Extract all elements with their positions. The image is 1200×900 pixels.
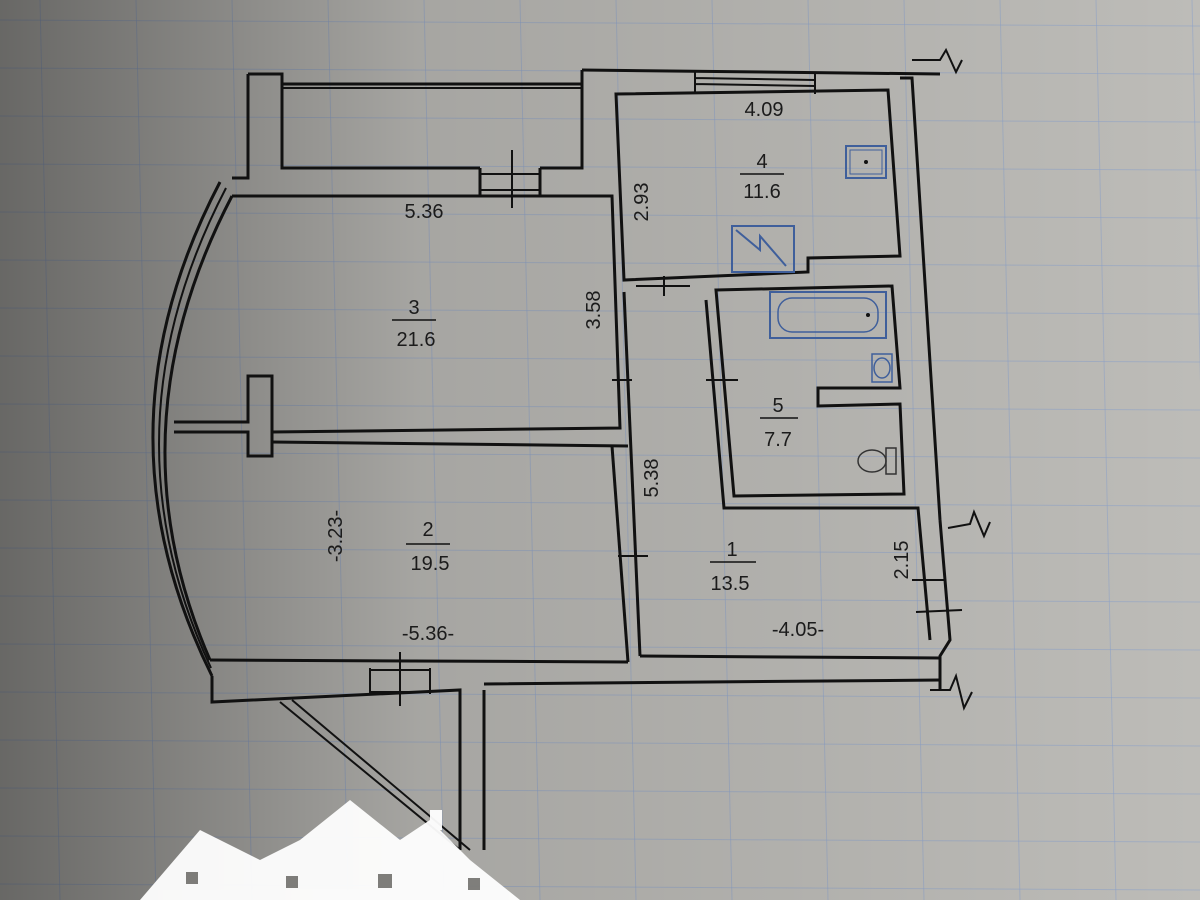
wall-left-pillar xyxy=(232,74,250,180)
dimension-room4-height: 2.93 xyxy=(631,183,653,222)
bathtub-icon xyxy=(769,291,887,339)
break-top xyxy=(912,47,963,75)
room-area: 19.5 xyxy=(411,553,450,575)
room-area: 7.7 xyxy=(764,429,792,451)
partition-2-3 xyxy=(271,440,629,448)
dimension-room2-width: -5.36- xyxy=(402,623,454,645)
room4-door xyxy=(636,276,690,296)
house-logo-icon xyxy=(140,800,520,900)
wall-balcony xyxy=(282,82,584,170)
dimension-hall-length: 5.38 xyxy=(641,459,663,498)
door-marks xyxy=(612,379,648,557)
pillar-partition xyxy=(174,374,274,458)
room-number: 2 xyxy=(422,519,433,541)
room5-walls xyxy=(714,284,906,498)
dimension-labels: 4.09 2.93 5.36 3.58 5.38 -3.23- -5.36- -… xyxy=(325,99,913,645)
wall-bottom-inner xyxy=(209,654,941,664)
room-number: 5 xyxy=(772,395,783,417)
break-bottom xyxy=(930,672,973,711)
bottom-window xyxy=(369,652,431,706)
curved-wall-outer xyxy=(151,181,222,677)
window-top xyxy=(694,70,816,94)
curved-wall-inner xyxy=(163,195,234,661)
walls xyxy=(151,47,991,851)
room-label-3: 3 21.6 xyxy=(392,297,436,351)
room3-window xyxy=(478,168,542,196)
room1-upper-wall xyxy=(704,299,932,641)
room-area: 11.6 xyxy=(743,181,780,203)
wall-top-left xyxy=(248,72,480,170)
room-area: 21.6 xyxy=(397,329,436,351)
wall-bottom-outer xyxy=(210,676,941,850)
room-number: 3 xyxy=(408,297,419,319)
wall-top xyxy=(581,68,941,76)
room4-walls xyxy=(614,88,902,282)
room-label-2: 2 19.5 xyxy=(406,519,450,575)
room-number: 4 xyxy=(756,151,767,173)
room-label-5: 5 7.7 xyxy=(760,395,798,451)
room2-right-wall xyxy=(610,445,630,663)
toilet-icon xyxy=(857,447,897,475)
room-label-1: 1 13.5 xyxy=(710,539,756,595)
dimension-room1-width: -4.05- xyxy=(772,619,824,641)
curved-wall-mid xyxy=(158,187,227,669)
room-area: 13.5 xyxy=(711,573,750,595)
sink-icon xyxy=(845,145,887,179)
dimension-room3-height: 3.58 xyxy=(583,291,605,330)
room-number: 1 xyxy=(726,539,737,561)
hall-left-wall xyxy=(622,291,642,657)
room3-walls xyxy=(232,194,622,434)
break-right xyxy=(947,509,991,539)
dimension-right-offset: 2.15 xyxy=(891,541,913,580)
dimension-room3-width: 5.36 xyxy=(405,201,444,223)
entry-door xyxy=(912,579,963,613)
dimension-room2-height: -3.23- xyxy=(325,510,347,562)
room-label-4: 4 11.6 xyxy=(740,151,784,203)
stove-icon xyxy=(731,225,795,273)
wall-right-upper xyxy=(900,76,942,521)
washbasin-icon xyxy=(871,353,893,383)
dimension-top-right: 4.09 xyxy=(745,99,784,121)
room3-window-lines xyxy=(480,150,540,208)
